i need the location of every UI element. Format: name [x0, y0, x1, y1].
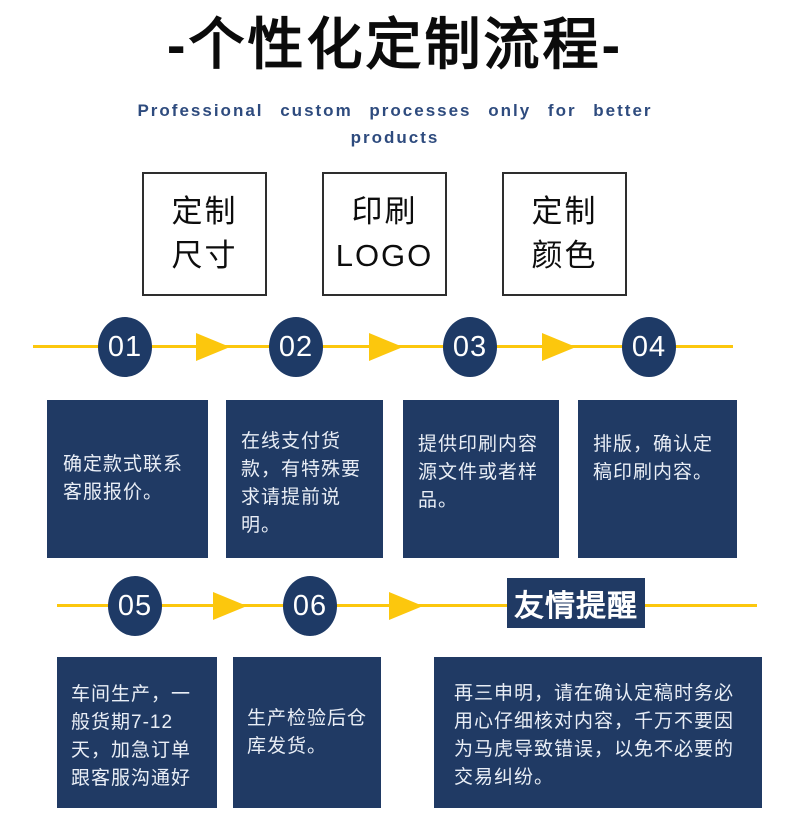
step-description-box-04: 排版，确认定稿印刷内容。 — [578, 400, 737, 558]
step-circle-01: 01 — [98, 317, 152, 377]
step-number: 06 — [292, 589, 328, 622]
option-box-line: 尺寸 — [171, 238, 238, 273]
option-box-line: 颜色 — [531, 238, 598, 273]
step-circle-03: 03 — [443, 317, 497, 377]
option-box-line: LOGO — [335, 238, 434, 273]
option-box-line: 定制 — [531, 193, 598, 229]
option-box-line: 印刷 — [351, 193, 418, 229]
step-description-box-03: 提供印刷内容源文件或者样品。 — [403, 400, 559, 558]
step-circle-04: 04 — [622, 317, 676, 377]
step-description: 排版，确认定稿印刷内容。 — [593, 434, 714, 483]
option-box-custom-size: 定制 尺寸 — [142, 172, 267, 296]
reminder-text: 再三申明，请在确认定稿时务必用心仔细核对内容，千万不要因为马虎导致错误，以免不必… — [454, 683, 735, 788]
step-circle-06: 06 — [283, 576, 337, 636]
arrow-right-icon — [389, 592, 423, 620]
step-description: 确定款式联系客服报价。 — [63, 454, 184, 503]
step-number: 02 — [278, 330, 314, 363]
step-number: 01 — [107, 330, 143, 363]
option-box-print-logo: 印刷 LOGO — [322, 172, 447, 296]
arrow-right-icon — [369, 333, 403, 361]
step-description-box-06: 生产检验后仓库发货。 — [233, 657, 381, 808]
step-circle-05: 05 — [108, 576, 162, 636]
step-description-box-02: 在线支付货款，有特殊要求请提前说明。 — [226, 400, 383, 558]
step-description: 生产检验后仓库发货。 — [247, 707, 368, 757]
arrow-right-icon — [196, 333, 230, 361]
option-box-custom-color: 定制 颜色 — [502, 172, 627, 296]
step-number: 04 — [631, 330, 667, 363]
step-number: 03 — [452, 330, 488, 363]
step-description: 在线支付货款，有特殊要求请提前说明。 — [241, 431, 362, 536]
step-description: 提供印刷内容源文件或者样品。 — [418, 434, 539, 511]
arrow-right-icon — [213, 592, 247, 620]
reminder-label-text: 友情提醒 — [514, 590, 638, 623]
step-description: 车间生产，一般货期7-12天，加急订单跟客服沟通好 — [71, 684, 192, 789]
step-description-box-05: 车间生产，一般货期7-12天，加急订单跟客服沟通好 — [57, 657, 217, 808]
page-subtitle: Professional custom processes only for b… — [0, 97, 790, 151]
page-title: -个性化定制流程- — [166, 13, 624, 76]
subtitle-line-2: products — [350, 128, 440, 147]
step-number: 05 — [117, 589, 153, 622]
subtitle-line-1: Professional custom processes only for b… — [137, 101, 653, 120]
reminder-label: 友情提醒 — [507, 578, 645, 628]
option-box-line: 定制 — [171, 193, 238, 229]
step-description-box-01: 确定款式联系客服报价。 — [47, 400, 208, 558]
arrow-right-icon — [542, 333, 576, 361]
step-circle-02: 02 — [269, 317, 323, 377]
reminder-text-box: 再三申明，请在确认定稿时务必用心仔细核对内容，千万不要因为马虎导致错误，以免不必… — [434, 657, 762, 808]
